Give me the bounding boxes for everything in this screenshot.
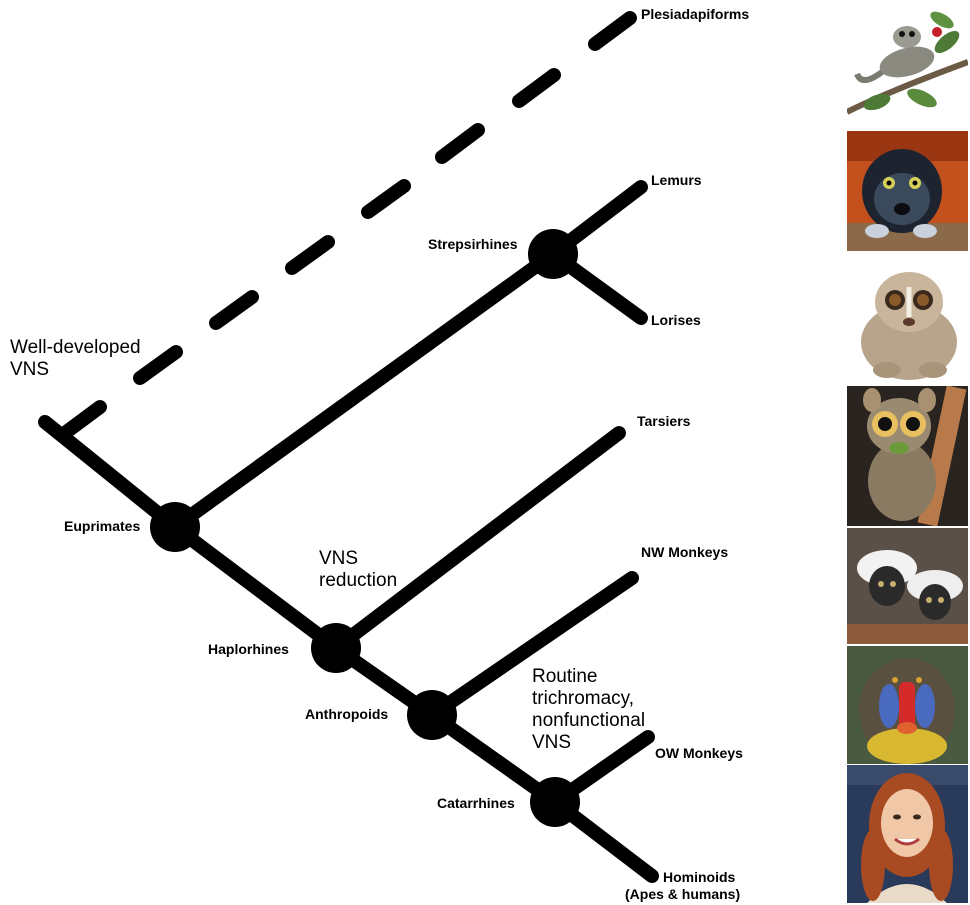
branch-haplorhines [168, 520, 343, 655]
node-label-euprimates: Euprimates [64, 518, 141, 534]
tip-label-lorises: Lorises [651, 312, 701, 328]
node-anthropoids [407, 690, 457, 740]
tip-label-ow-monkeys: OW Monkeys [655, 745, 743, 761]
annotation-line: Well-developed [10, 337, 141, 358]
node-label-haplorhines: Haplorhines [208, 641, 289, 657]
node-label-anthropoids: Anthropoids [305, 706, 389, 722]
branch-plesiadapiforms [133, 11, 637, 385]
annotation-line: Routine [532, 666, 598, 687]
tip-label-lemurs: Lemurs [651, 172, 702, 188]
branch-strepsirhines [168, 247, 560, 534]
annotation-line: nonfunctional [532, 710, 646, 731]
node-euprimates [150, 502, 200, 552]
nw-monkey-photo [847, 528, 968, 644]
tip-label-plesiadapiforms: Plesiadapiforms [641, 6, 750, 22]
branch-catarrhines [425, 708, 562, 809]
annotation-line: trichromacy, [532, 688, 635, 709]
plesiadapiform-photo [847, 2, 968, 128]
annotation-trichromacy: Routine trichromacy, nonfunctional VNS [532, 666, 645, 754]
node-haplorhines [311, 623, 361, 673]
annotation-vns-reduction: VNS reduction [319, 548, 397, 592]
branch-tarsiers [329, 426, 626, 655]
tip-label-tarsiers: Tarsiers [637, 413, 691, 429]
tarsier-photo [847, 386, 968, 526]
tip-label-hominoids: Hominoids [663, 869, 736, 885]
node-label-catarrhines: Catarrhines [437, 795, 515, 811]
tip-label-nw-monkeys: NW Monkeys [641, 544, 729, 560]
branch-plesiadapiform-stem [58, 400, 107, 440]
node-catarrhines [530, 777, 580, 827]
tip-label-hominoids-sub: (Apes & humans) [625, 886, 741, 902]
mandrill-photo [847, 646, 968, 764]
annotation-line: VNS [319, 548, 359, 569]
loris-photo [847, 252, 968, 384]
annotation-line: VNS [10, 359, 50, 380]
human-photo [847, 765, 968, 903]
lemur-photo [847, 131, 968, 251]
node-label-strepsirhines: Strepsirhines [428, 236, 518, 252]
annotation-line: reduction [319, 570, 398, 591]
annotation-well-developed-vns: Well-developed VNS [10, 337, 141, 381]
node-strepsirhines [528, 229, 578, 279]
branch-nw-monkeys [425, 571, 639, 722]
annotation-line: VNS [532, 732, 572, 753]
